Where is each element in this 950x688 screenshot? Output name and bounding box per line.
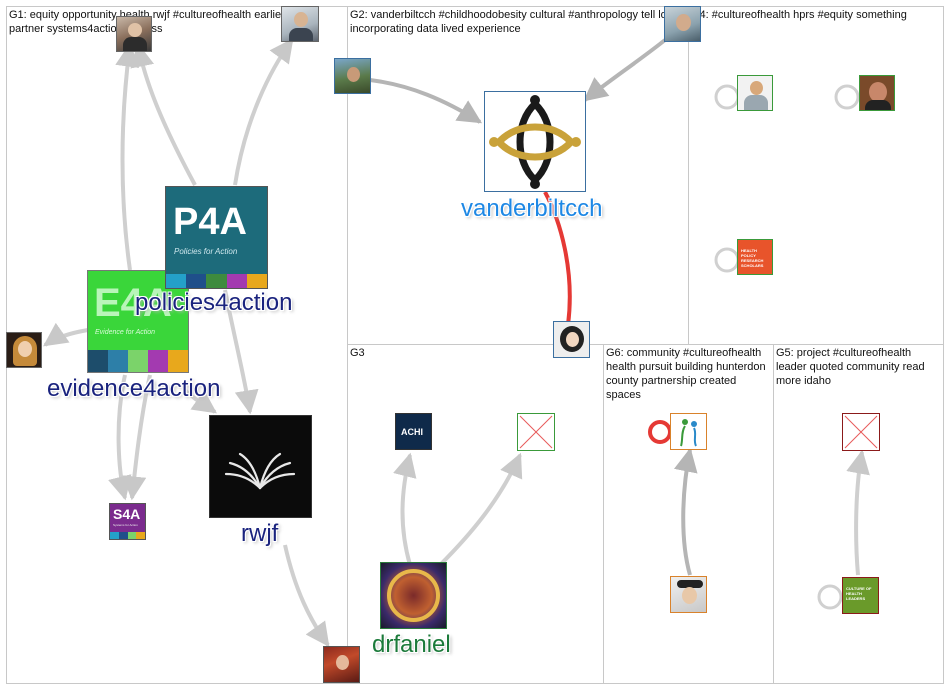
group-g4-frame [688,6,944,345]
avatar-face [682,587,697,604]
node-user-avatar-g2-top-right[interactable] [664,6,701,42]
label-rwjf: rwjf [241,520,279,547]
g1-edges [43,38,330,647]
node-user-avatar-g1-top-left[interactable] [116,16,152,52]
edge-drfaniel-to-achi [393,452,417,566]
edge-g6-user-to-node [674,447,698,576]
node-user-avatar-g4-a[interactable] [737,75,773,111]
label-vanderbiltcch: vanderbiltcch [461,195,603,222]
node-evidence4action-logo[interactable]: E4A Evidence for Action [87,270,189,373]
avatar-face [676,14,691,31]
node-broken-image-g3[interactable] [517,413,555,451]
label-drfaniel: drfaniel [372,631,451,658]
edge-e4a-to-rwjf [183,388,217,414]
node-systems4action-logo[interactable]: S4A Systems for Action [109,503,146,540]
label-policies4action: policies4action [135,289,293,316]
g3-edges [393,452,523,567]
self-loop-g5-col [817,584,843,610]
edge-drfaniel-to-blank [438,452,523,567]
self-loop-g4-b [834,84,860,110]
avatar-face [566,332,579,347]
avatar-head [128,23,142,37]
avatar-face [336,655,349,670]
node-user-avatar-g2-left[interactable] [334,58,371,94]
group-g6-label: G6: community #cultureofhealth health pu… [606,347,766,401]
community-figure-icon [680,419,697,447]
p4a-logo-title: P4A [173,201,247,243]
avatar-face [869,82,887,102]
avatar-face [18,341,32,357]
e4a-logo-subtitle: Evidence for Action [95,329,156,336]
group-g4-label: G4: #cultureofhealth hprs #equity someth… [691,9,907,21]
edge-e4a-to-user1 [115,42,140,271]
node-user-avatar-g1-bottom[interactable] [323,646,360,683]
edge-e4a-to-user-left [43,322,89,347]
node-user-avatar-g6-bottom[interactable] [670,576,707,613]
broken-image-icon [844,415,878,449]
edge-p4a-to-user2 [233,38,294,186]
avatar-head [294,12,308,27]
edge-user-to-vanderbiltcch-b [583,38,667,102]
group-g2-label: G2: vanderbiltcch #childhoodobesity cult… [350,9,670,35]
edge-e4a-to-s4a-b [122,374,152,501]
hprs-logo-text: HEALTH POLICY RESEARCH SCHOLARS [741,248,764,268]
vanderbiltcch-people-icon [489,95,581,189]
group-g5-label: G5: project #cultureofhealth leader quot… [776,347,925,387]
node-user-avatar-g1-top-right[interactable] [281,6,319,42]
col-logo-text: CULTURE OF HEALTH LEADERS [846,586,872,601]
rwjf-wing-icon [224,452,296,490]
edge-p4a-to-rwjf [223,289,259,415]
s4a-logo-subtitle: Systems for Action [113,523,138,527]
avatar-head [750,81,763,95]
node-user-avatar-g1-left[interactable] [6,332,42,368]
node-drfaniel-avatar[interactable] [380,562,447,629]
e4a-logo-title: E4A [94,281,172,325]
avatar-body [865,100,891,110]
avatar-hat [677,580,703,588]
edge-p4a-to-user1 [130,42,197,186]
node-user-avatar-g4-b[interactable] [859,75,895,111]
node-user-avatar-g2-bottom[interactable] [553,321,590,358]
avatar-ring [387,569,440,622]
node-g6-community-logo[interactable] [670,413,707,450]
broken-image-icon [519,415,553,449]
achi-logo-text: ACHI [401,427,423,437]
node-culture-of-health-leaders-logo[interactable]: CULTURE OF HEALTH LEADERS [842,577,879,614]
avatar-body [123,37,147,51]
node-hprs-logo[interactable]: HEALTH POLICY RESEARCH SCHOLARS [737,239,773,275]
p4a-logo-color-bar [166,274,267,288]
label-evidence4action: evidence4action [47,375,221,402]
edge-user-to-vanderbiltcch-a [369,78,483,124]
edge-vanderbiltcch-user-strong [543,191,572,326]
edge-rwjf-to-user-bottom [283,544,330,647]
edge-g5-col-to-blank [846,449,870,576]
avatar-face [347,67,360,82]
avatar-body [744,95,768,110]
group-g3-label: G3 [350,347,365,359]
s4a-logo-color-bar [110,532,145,539]
node-broken-image-g5[interactable] [842,413,880,451]
p4a-logo-subtitle: Policies for Action [174,247,238,256]
group-g5-frame [773,344,944,684]
g2-edges [369,38,667,124]
node-rwjf-logo[interactable] [209,415,312,518]
e4a-logo-color-bar [88,350,188,372]
avatar-body [289,28,313,41]
node-vanderbiltcch-logo[interactable] [484,91,586,192]
node-policies4action-logo[interactable]: P4A Policies for Action [165,186,268,289]
s4a-logo-title: S4A [113,506,141,522]
node-achi-logo[interactable]: ACHI [395,413,432,450]
